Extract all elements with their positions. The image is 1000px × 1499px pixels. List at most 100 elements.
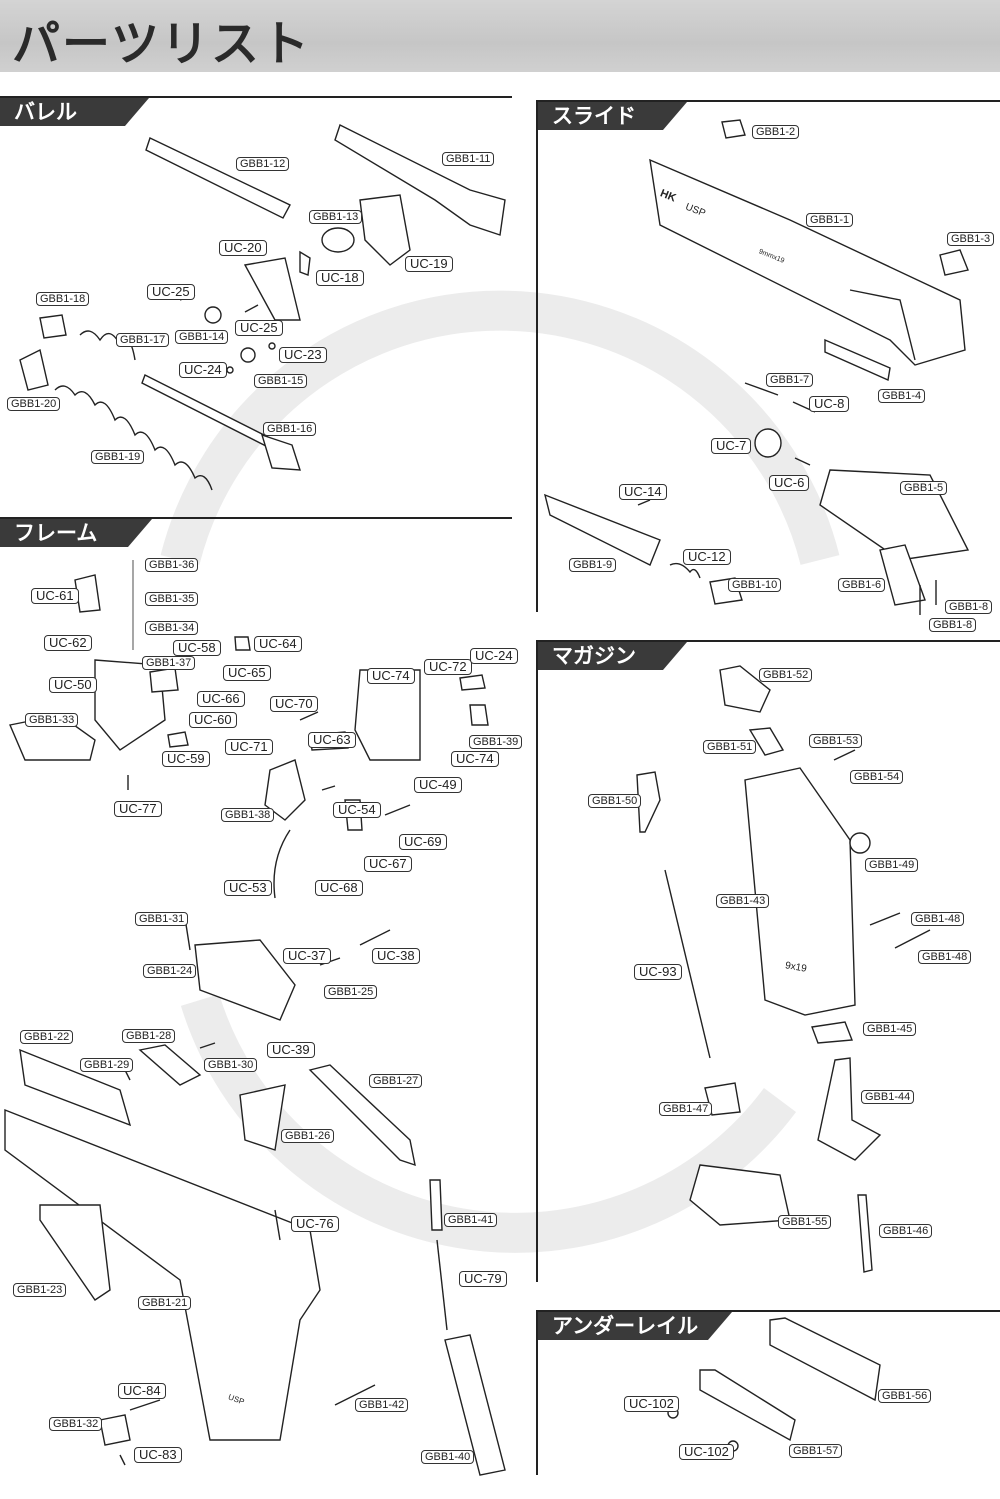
hammer-strut-uc-53 [273, 829, 291, 899]
part-label: UC-102 [624, 1396, 679, 1412]
part-label: UC-20 [219, 240, 267, 256]
part-label: GBB1-5 [900, 481, 948, 495]
guide-rod-head [260, 433, 301, 471]
part-label: GBB1-8 [929, 618, 977, 632]
part-label: GBB1-38 [221, 808, 275, 822]
part-label: UC-62 [44, 635, 92, 651]
pin-gbb1-54 [833, 749, 856, 761]
part-label: UC-19 [405, 256, 453, 272]
part-label: GBB1-6 [838, 578, 886, 592]
part-label: UC-49 [414, 777, 462, 793]
part-label: GBB1-26 [281, 1129, 335, 1143]
part-label: UC-83 [134, 1447, 182, 1463]
part-label: GBB1-20 [7, 397, 61, 411]
slide-brand-marking: HK [658, 187, 678, 205]
part-label: GBB1-22 [20, 1030, 74, 1044]
section-divider [536, 1310, 1000, 1312]
pin-uc-76 [274, 1209, 281, 1241]
section-border [536, 1310, 538, 1475]
part-label: UC-7 [711, 438, 752, 454]
part-uc-18 [299, 250, 311, 276]
part-label: GBB1-56 [878, 1389, 932, 1403]
part-label: GBB1-18 [36, 292, 90, 306]
extractor-gbb1-4 [824, 338, 891, 382]
outer-barrel-gbb1-12 [145, 137, 291, 219]
part-label: UC-25 [147, 284, 195, 300]
spring-uc-83 [119, 1454, 126, 1466]
pin-gbb1-46 [857, 1194, 873, 1273]
spring-uc-12 [669, 562, 701, 579]
part-label: UC-59 [162, 751, 210, 767]
part-label: GBB1-35 [145, 592, 199, 606]
pin-uc-54 [321, 785, 336, 791]
part-label: UC-14 [619, 484, 667, 500]
part-label: GBB1-47 [659, 1102, 713, 1116]
part-label: GBB1-53 [809, 734, 863, 748]
part-uc-64 [234, 636, 251, 651]
section-divider [0, 96, 512, 98]
part-label: GBB1-41 [444, 1213, 498, 1227]
section-divider [536, 100, 1000, 102]
part-label: GBB1-12 [236, 157, 290, 171]
spring-gbb1-30 [199, 1042, 216, 1049]
decock-uc-61 [74, 574, 101, 613]
part-gbb1-32 [99, 1414, 131, 1446]
part-label: UC-8 [809, 396, 850, 412]
part-label: GBB1-55 [778, 1215, 832, 1229]
part-label: UC-76 [291, 1216, 339, 1232]
screw-uc-6 [794, 457, 811, 466]
part-label: GBB1-39 [469, 735, 523, 749]
part-label: UC-18 [316, 270, 364, 286]
part-label: GBB1-32 [49, 1417, 103, 1431]
part-label: GBB1-8 [945, 600, 993, 614]
part-label: GBB1-33 [25, 713, 79, 727]
section-border [536, 100, 538, 612]
magazine-body-gbb1-43 [744, 767, 856, 1016]
chamber-uc-19 [359, 194, 411, 266]
part-label: GBB1-14 [175, 330, 229, 344]
part-label: GBB1-46 [879, 1224, 933, 1238]
section-title-magazine: マガジン [538, 642, 687, 670]
rail-gbb1-57 [699, 1369, 796, 1442]
front-sight-gbb1-2 [721, 119, 746, 139]
screw-uc-25-b [244, 304, 259, 313]
part-label: UC-67 [364, 856, 412, 872]
part-label: GBB1-10 [728, 578, 782, 592]
part-label: GBB1-3 [947, 232, 995, 246]
part-label: UC-53 [224, 880, 272, 896]
part-label: UC-50 [49, 677, 97, 693]
part-label: UC-72 [424, 659, 472, 675]
nozzle-gbb1-9 [543, 493, 661, 566]
part-label: UC-66 [197, 691, 245, 707]
pin-uc-70 [299, 711, 319, 721]
pin-gbb1-48-b [894, 929, 931, 949]
section-title-barrel: バレル [0, 98, 149, 126]
spring-cap-gbb1-18 [39, 314, 67, 339]
part-label: GBB1-49 [865, 858, 919, 872]
part-label: GBB1-21 [138, 1296, 192, 1310]
gasket-gbb1-45 [811, 1021, 853, 1044]
part-label: UC-70 [270, 696, 318, 712]
hop-wheel-gbb1-14 [204, 306, 222, 324]
part-gbb1-37 [149, 667, 179, 693]
page-title: パーツリスト [12, 16, 312, 72]
part-gbb1-28 [138, 1044, 202, 1086]
gas-tank-gbb1-44 [817, 1057, 882, 1161]
part-label: GBB1-17 [116, 333, 170, 347]
part-label: GBB1-4 [878, 389, 926, 403]
slide-caliber-marking: 9mmx19 [757, 248, 786, 265]
part-label: UC-54 [333, 802, 381, 818]
part-label: UC-37 [283, 948, 331, 964]
part-label: GBB1-40 [421, 1450, 475, 1464]
plate-gbb1-6 [879, 544, 926, 606]
part-label: GBB1-28 [122, 1029, 176, 1043]
section-divider [0, 517, 512, 519]
part-label: GBB1-45 [863, 1022, 917, 1036]
part-label: GBB1-7 [766, 373, 814, 387]
part-label: GBB1-44 [861, 1090, 915, 1104]
part-label: GBB1-11 [442, 152, 495, 166]
slide-gbb1-1 [649, 158, 966, 366]
part-label: UC-79 [459, 1271, 507, 1287]
screw-uc-24 [226, 366, 234, 374]
section-divider [536, 640, 1000, 642]
